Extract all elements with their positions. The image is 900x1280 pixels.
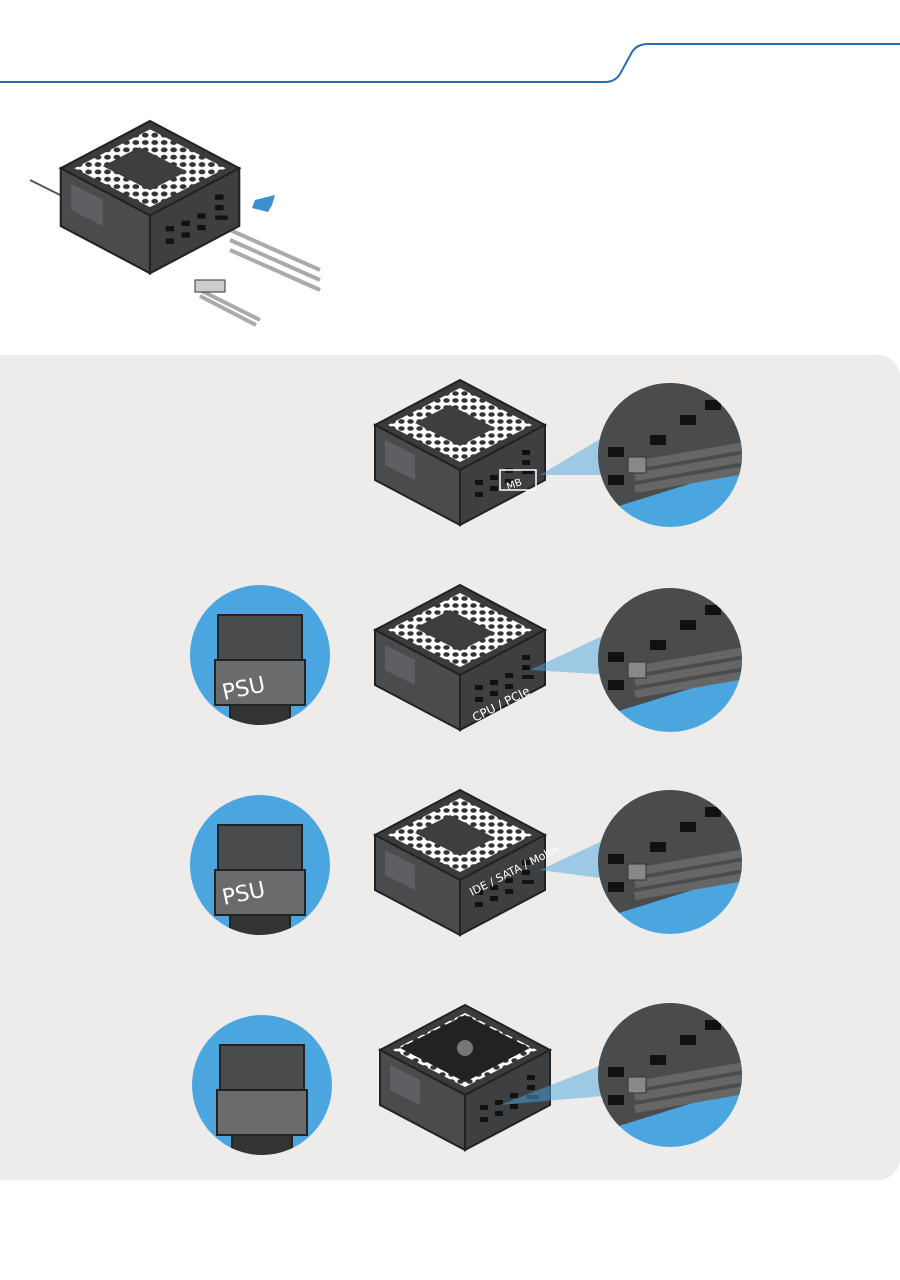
- mb-connector-closeup: [590, 375, 750, 527]
- psu-fan-side-illustration: [379, 1004, 551, 1151]
- gpu-connector-closeup: [590, 995, 750, 1147]
- psu-mb-illustration: [374, 379, 546, 526]
- cpu-pcie-connector: [190, 585, 330, 735]
- gpu-12pin-connector: [192, 1015, 332, 1165]
- psu-cpu-pcie-illustration: [374, 584, 546, 731]
- port-label-mb: MB: [505, 477, 523, 493]
- cpu-pcie-closeup: [590, 580, 750, 732]
- header-rule: [0, 43, 900, 83]
- psu-install-illustration: [29, 119, 321, 327]
- sata-molex-connector: [190, 795, 330, 945]
- sata-molex-closeup: [590, 782, 750, 934]
